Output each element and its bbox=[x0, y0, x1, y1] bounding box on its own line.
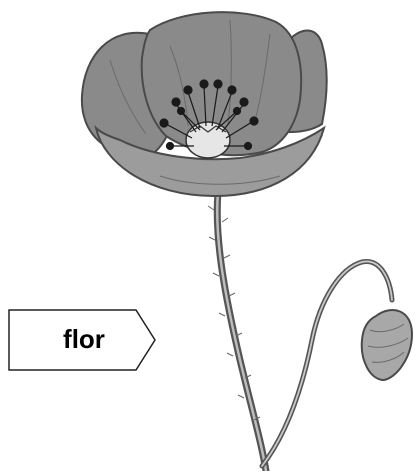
flower-head bbox=[82, 12, 327, 196]
flower-label: flor bbox=[50, 319, 118, 359]
main-stem bbox=[217, 192, 266, 471]
flower-bud bbox=[362, 310, 412, 380]
